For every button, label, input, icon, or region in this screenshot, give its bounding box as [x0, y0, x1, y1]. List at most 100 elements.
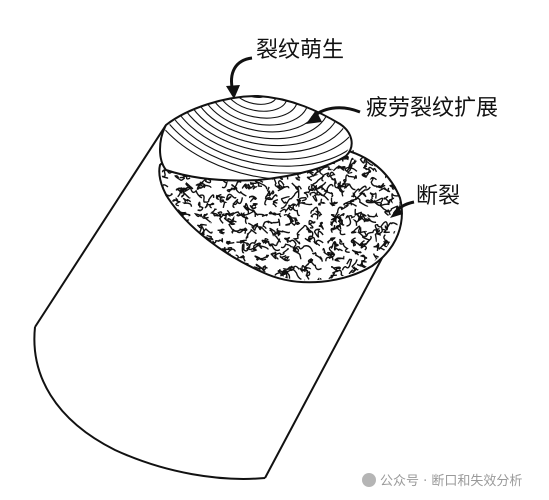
fracture-squiggle: [167, 247, 175, 254]
fracture-squiggle: [313, 228, 324, 238]
fracture-squiggle: [309, 191, 318, 202]
fracture-squiggle: [308, 219, 316, 229]
fracture-squiggle: [381, 275, 390, 281]
fracture-squiggle: [154, 180, 160, 189]
fracture-squiggle: [320, 183, 334, 192]
fracture-squiggle: [284, 236, 297, 245]
fracture-squiggle: [282, 265, 300, 272]
fracture-squiggle: [292, 244, 302, 260]
fracture-squiggle: [181, 197, 193, 207]
fracture-squiggle: [208, 262, 217, 271]
fracture-squiggle: [344, 159, 358, 173]
fracture-squiggle: [262, 220, 270, 230]
fracture-squiggle: [381, 157, 394, 171]
fracture-squiggle: [193, 261, 204, 271]
fracture-squiggle: [246, 239, 257, 251]
fracture-squiggle: [172, 255, 190, 266]
fracture-squiggle: [361, 172, 370, 179]
fracture-squiggle: [230, 287, 246, 296]
fracture-squiggle: [330, 213, 338, 227]
fracture-squiggle: [394, 154, 401, 163]
fracture-squiggle: [283, 213, 301, 225]
fracture-squiggle: [219, 212, 232, 224]
fracture-squiggle: [250, 242, 269, 252]
fracture-squiggle: [147, 222, 157, 227]
fracture-squiggle: [310, 184, 324, 197]
fracture-squiggle: [265, 186, 271, 198]
fracture-squiggle: [209, 208, 222, 217]
fracture-squiggle: [227, 215, 237, 226]
fracture-squiggle: [393, 168, 400, 181]
fracture-squiggle: [289, 265, 302, 281]
fracture-squiggle: [285, 282, 296, 288]
fracture-squiggle: [259, 254, 270, 261]
fracture-squiggle: [336, 213, 345, 226]
fracture-squiggle: [175, 238, 183, 252]
fracture-squiggle: [153, 223, 161, 233]
fracture-squiggle: [336, 204, 349, 214]
fracture-squiggle: [295, 199, 313, 207]
fracture-squiggle: [389, 183, 400, 190]
fracture-squiggle: [309, 285, 313, 293]
fracture-squiggle: [190, 233, 202, 243]
fracture-squiggle: [315, 210, 323, 220]
fracture-squiggle: [351, 259, 359, 271]
fracture-squiggle: [280, 196, 290, 209]
fracture-squiggle: [233, 180, 247, 197]
fracture-squiggle: [189, 238, 196, 245]
fracture-squiggle: [199, 194, 215, 203]
fracture-squiggle: [286, 189, 300, 204]
fracture-squiggle: [395, 254, 401, 263]
fracture-squiggle: [151, 227, 157, 240]
fracture-squiggle: [172, 228, 182, 243]
fracture-squiggle: [318, 221, 324, 230]
fracture-squiggle: [241, 183, 250, 191]
fracture-squiggle: [170, 227, 181, 235]
fracture-squiggle: [161, 264, 173, 281]
fracture-squiggle: [343, 200, 358, 207]
crack-initiation-label: 裂纹萌生: [256, 38, 345, 63]
fracture-squiggle: [372, 274, 391, 281]
fracture-squiggle: [325, 251, 336, 262]
fracture-squiggle: [161, 169, 169, 179]
fracture-squiggle: [196, 181, 212, 190]
fracture-squiggle: [161, 248, 169, 256]
fracture-squiggle: [395, 257, 401, 272]
fracture-arrowhead: [390, 206, 403, 218]
cylinder-right-edge: [264, 227, 399, 479]
fracture-squiggle: [162, 278, 172, 281]
fracture-squiggle: [328, 241, 339, 254]
beach-mark: [160, 96, 350, 174]
fracture-squiggle: [264, 189, 275, 206]
fracture-squiggle: [339, 238, 350, 253]
fracture-squiggle: [394, 282, 402, 288]
beach-mark: [160, 96, 350, 167]
fracture-squiggle: [315, 166, 333, 173]
fracture-squiggle: [336, 185, 345, 197]
fracture-squiggle: [230, 269, 238, 278]
fracture-squiggle: [248, 195, 258, 203]
fracture-squiggle: [347, 157, 354, 174]
fracture-squiggle: [365, 198, 380, 207]
fracture-squiggle: [236, 213, 249, 225]
fracture-squiggle: [334, 255, 345, 262]
fracture-squiggle: [161, 195, 164, 204]
fracture-squiggle: [237, 255, 246, 262]
initiation-arrowhead: [226, 85, 240, 99]
fracture-squiggle: [214, 269, 226, 279]
fracture-squiggle: [384, 146, 401, 154]
fracture-squiggle: [249, 202, 258, 210]
fracture-squiggle: [246, 207, 268, 218]
fracture-squiggle: [241, 242, 251, 254]
fracture-squiggle: [204, 202, 215, 209]
fracture-squiggle: [386, 146, 393, 153]
fracture-squiggle: [351, 185, 367, 198]
fracture-squiggle: [311, 251, 324, 262]
fracture-squiggle: [384, 156, 395, 171]
fracture-squiggle: [154, 213, 159, 216]
fracture-squiggle: [322, 189, 334, 201]
fracture-squiggle: [378, 241, 390, 253]
fracture-squiggle: [350, 237, 358, 247]
fracture-squiggle: [374, 285, 382, 288]
